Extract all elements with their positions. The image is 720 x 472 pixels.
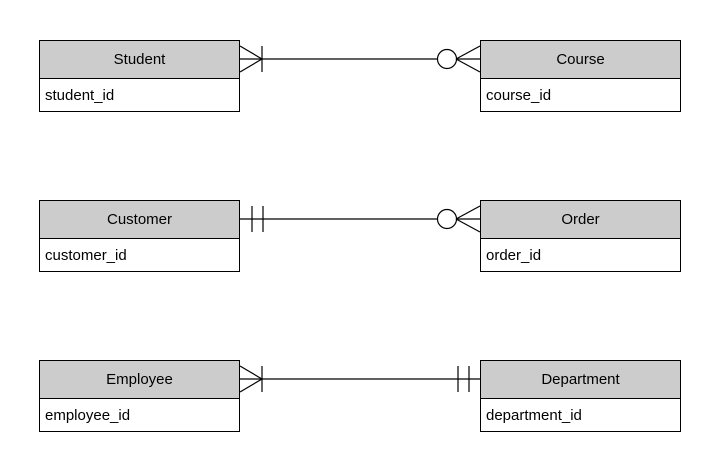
zero-circle [436,48,458,70]
entity-title: Student [40,41,239,79]
entity-attribute: employee_id [40,399,239,431]
entity-title: Course [481,41,680,79]
zero-circle [436,208,458,230]
crows-foot-many [239,365,263,393]
entity-title: Employee [40,361,239,399]
entity-attribute: customer_id [40,239,239,271]
crows-foot-many [239,45,263,73]
crows-foot-many [455,205,481,233]
exactly-one-ticks [457,366,470,392]
entity-attribute: department_id [481,399,680,431]
entity-title: Customer [40,201,239,239]
entity-attribute: course_id [481,79,680,111]
entity-attribute: order_id [481,239,680,271]
exactly-one-ticks [251,206,264,232]
relationship-employee-department[interactable] [239,365,480,393]
entity-attribute: student_id [40,79,239,111]
relationship-customer-order[interactable] [240,205,481,233]
relationship-student-course[interactable] [239,45,481,73]
crows-foot-many [455,45,481,73]
entity-title: Department [481,361,680,399]
entity-title: Order [481,201,680,239]
